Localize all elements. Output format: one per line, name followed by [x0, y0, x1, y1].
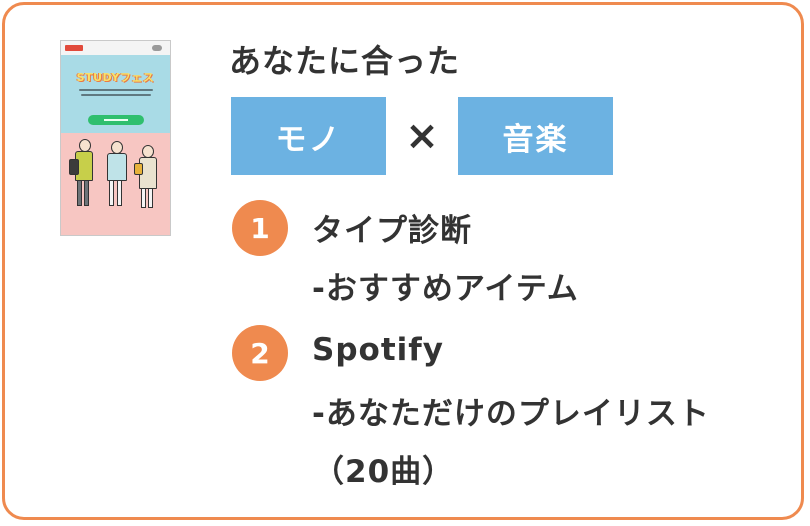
- step-2-title: Spotify: [312, 332, 444, 368]
- step-number-1: 1: [232, 200, 288, 256]
- heading: あなたに合った: [229, 42, 461, 80]
- thumbnail-topbar: [61, 41, 170, 56]
- step-1-subtitle: -おすすめアイテム: [312, 271, 579, 307]
- cross-icon: ×: [405, 113, 439, 159]
- thumbnail-illustration: [61, 133, 170, 235]
- tag-items: モノ: [231, 97, 386, 175]
- tag-music: 音楽: [458, 97, 613, 175]
- thumbnail-partner-logo: [152, 45, 162, 51]
- thumbnail-button: [88, 115, 144, 125]
- site-thumbnail-image: STUDYフェス: [60, 40, 171, 236]
- step-1-title: タイプ診断: [312, 213, 472, 249]
- thumbnail-logo: [65, 45, 83, 51]
- step-2-note: （20曲）: [313, 454, 455, 490]
- thumbnail-text-line: [79, 89, 153, 91]
- thumbnail-text-line: [81, 94, 151, 96]
- step-2-subtitle: -あなただけのプレイリスト: [312, 396, 710, 432]
- thumbnail-title: STUDYフェス: [76, 71, 155, 84]
- step-number-2: 2: [232, 325, 288, 381]
